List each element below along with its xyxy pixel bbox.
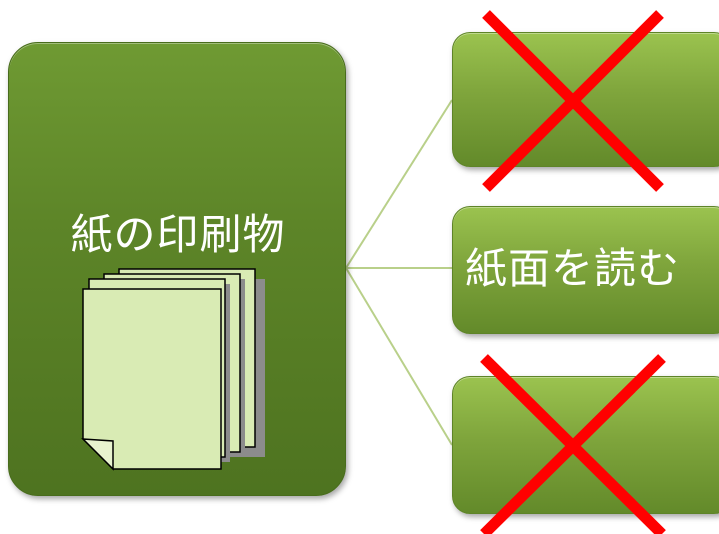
source-label: 紙の印刷物 [70, 210, 286, 259]
paper-stack-icon [81, 268, 265, 471]
target-middle-label: 紙面を読む [465, 244, 681, 293]
connector-to-bottom [345, 267, 453, 446]
source-node: 紙の印刷物 [8, 42, 346, 496]
cross-mark-bottom [480, 354, 666, 534]
cross-mark-top [482, 10, 664, 192]
target-node-bottom [452, 376, 719, 514]
connector-to-top [345, 99, 453, 269]
target-node-middle: 紙面を読む [452, 206, 719, 334]
target-node-top [452, 32, 719, 167]
